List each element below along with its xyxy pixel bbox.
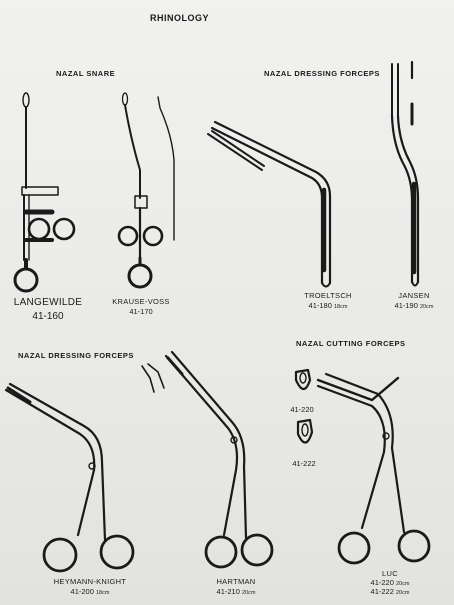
- section-heading-nazal-dressing-forceps-top: NAZAL DRESSING FORCEPS: [264, 69, 380, 78]
- langewilde-code: 41-160: [32, 311, 64, 322]
- luc-code-line-1: 41-220 20cm: [370, 578, 410, 587]
- cutting-tip-41-222-illustration: [296, 418, 314, 444]
- hartman-code-line: 41-210 20cm: [216, 587, 256, 596]
- troeltsch-code-line: 41-180 18cm: [308, 301, 348, 310]
- heymann-knight-name: HEYMANN-KNIGHT: [53, 577, 127, 586]
- krause-voss-snare-illustration: [117, 92, 175, 289]
- luc-forceps-illustration: [316, 372, 431, 565]
- heymann-knight-code-line: 41-200 18cm: [70, 587, 110, 596]
- section-heading-nazal-cutting-forceps: NAZAL CUTTING FORCEPS: [296, 339, 406, 348]
- langewilde-name: LANGEWILDE: [13, 297, 83, 308]
- krause-voss-code: 41-170: [129, 307, 153, 316]
- cutting-tip-41-220-illustration: [294, 368, 312, 391]
- hartman-forceps-illustration: [141, 350, 274, 569]
- tip-41-222-code: 41-222: [292, 459, 316, 468]
- krause-voss-name: KRAUSE-VOSS: [112, 297, 170, 306]
- hartman-name: HARTMAN: [216, 577, 256, 586]
- langewilde-snare-illustration: [13, 92, 76, 293]
- jansen-code-line: 41-190 20cm: [394, 301, 434, 310]
- jansen-forceps-illustration: [390, 60, 420, 287]
- jansen-name: JANSEN: [398, 291, 430, 300]
- troeltsch-forceps-illustration: [207, 120, 332, 288]
- luc-name: LUC: [382, 569, 398, 578]
- tip-41-220-code: 41-220: [290, 405, 314, 414]
- heymann-knight-forceps-illustration: [4, 382, 135, 573]
- section-heading-nazal-snare: NAZAL SNARE: [56, 69, 116, 78]
- section-heading-nazal-dressing-forceps-bottom: NAZAL DRESSING FORCEPS: [18, 351, 134, 360]
- luc-code-line-2: 41-222 20cm: [370, 587, 410, 596]
- troeltsch-name: TROELTSCH: [304, 291, 352, 300]
- page-title: RHINOLOGY: [150, 13, 210, 23]
